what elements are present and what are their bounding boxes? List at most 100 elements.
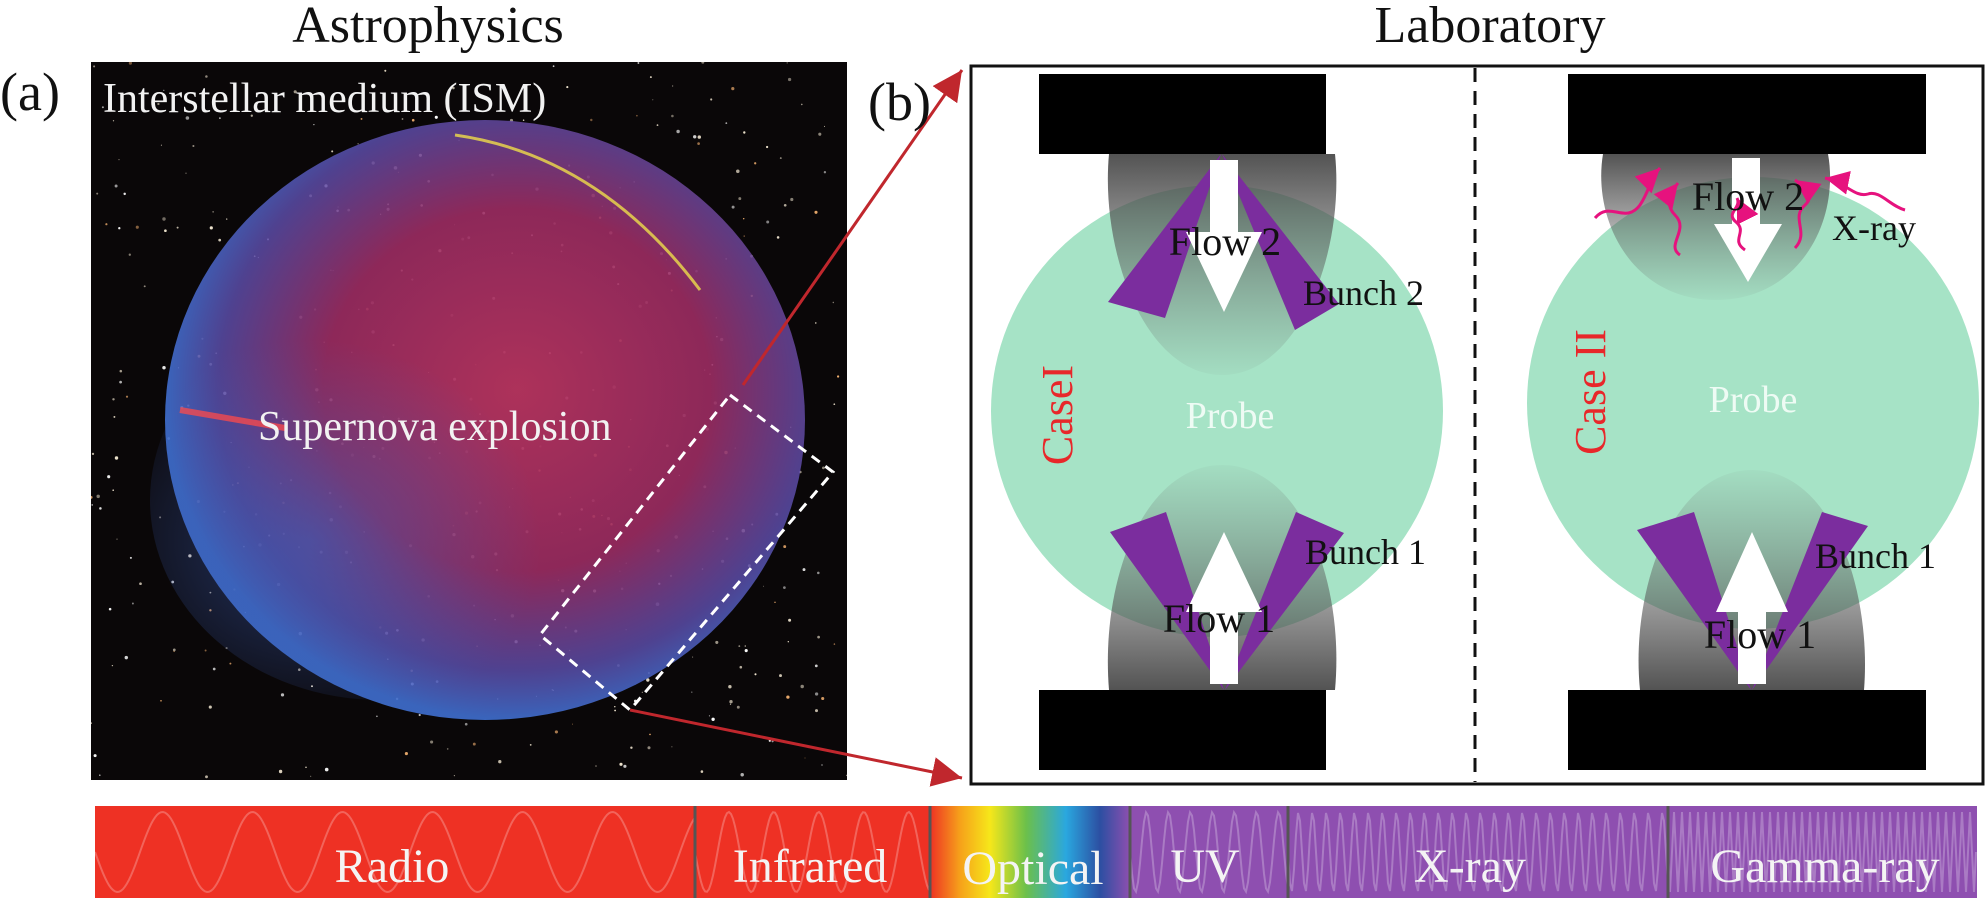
xray-wave-5 — [1824, 170, 1906, 212]
case-1-bunch-1-left — [1110, 512, 1224, 690]
star — [590, 118, 593, 122]
star — [360, 117, 363, 120]
star — [129, 556, 132, 559]
star — [185, 116, 190, 120]
star — [212, 667, 216, 671]
star — [446, 748, 449, 750]
star — [787, 77, 792, 82]
star — [160, 144, 162, 146]
star — [817, 571, 820, 575]
case-2-bunch-1-right — [1752, 512, 1868, 690]
supernova-blue-haze — [150, 300, 610, 700]
star — [731, 205, 735, 209]
band-infrared — [695, 806, 930, 898]
star — [99, 774, 101, 776]
case-1-bunch-1-right — [1225, 512, 1344, 690]
star — [192, 144, 195, 148]
star — [119, 380, 122, 384]
star — [649, 76, 652, 79]
star — [118, 159, 120, 161]
case-1-panel: Flow 2 Flow 1 Bunch 2 Bunch 1 Probe Case… — [991, 74, 1443, 770]
star — [671, 85, 674, 87]
star — [711, 717, 715, 721]
star — [728, 685, 732, 689]
star — [708, 715, 710, 717]
spectrum-wave — [95, 810, 696, 894]
star — [529, 744, 532, 746]
star — [692, 656, 694, 658]
star — [164, 229, 167, 233]
band-radio — [95, 806, 695, 898]
star — [434, 115, 438, 119]
star — [218, 238, 222, 242]
star — [91, 496, 93, 499]
case-2-top-target — [1568, 74, 1926, 154]
star — [113, 415, 116, 418]
star — [135, 225, 139, 229]
star — [498, 760, 502, 764]
band-xray — [1288, 806, 1668, 898]
star — [715, 640, 719, 644]
star — [418, 713, 421, 717]
band-label-xray: X-ray — [1414, 840, 1526, 893]
band-label-optical: Optical — [962, 842, 1103, 895]
star — [108, 607, 112, 611]
star — [125, 395, 129, 398]
star — [637, 62, 640, 64]
star — [172, 648, 176, 652]
star — [817, 635, 820, 639]
star — [738, 197, 742, 201]
star — [229, 662, 232, 665]
star — [623, 764, 627, 768]
star — [111, 664, 114, 667]
star — [619, 762, 623, 766]
star — [814, 692, 819, 696]
star — [614, 705, 616, 708]
star — [763, 585, 764, 587]
star — [305, 766, 307, 768]
star — [739, 665, 743, 669]
band-label-uv: UV — [1170, 840, 1240, 893]
star — [162, 217, 166, 221]
star — [293, 90, 297, 94]
star — [646, 678, 650, 682]
case-2-panel: Flow 2 X-ray Flow 1 Bunch 1 Probe Case I… — [1527, 74, 1979, 770]
star — [814, 664, 818, 668]
star — [93, 754, 97, 758]
star — [814, 210, 818, 214]
star — [697, 135, 701, 139]
star — [595, 765, 597, 767]
spectrum-wave — [1287, 812, 1669, 892]
star — [209, 226, 213, 230]
star — [630, 746, 633, 749]
star — [783, 586, 786, 589]
star — [128, 253, 131, 256]
case-2-label: Case II — [1566, 329, 1615, 455]
xray-wave-3 — [1730, 197, 1759, 252]
star — [766, 220, 770, 224]
star — [823, 125, 826, 127]
spectrum-waves — [95, 809, 1977, 895]
star — [453, 775, 455, 777]
star — [571, 723, 574, 725]
star — [671, 114, 674, 118]
star — [738, 645, 741, 648]
star — [676, 129, 680, 134]
panel-label-b: (b) — [868, 72, 931, 132]
star — [96, 494, 100, 499]
star — [112, 120, 115, 122]
star — [357, 143, 359, 145]
star — [185, 172, 187, 174]
band-label-radio: Radio — [335, 840, 450, 893]
star — [833, 403, 836, 406]
star — [278, 769, 283, 774]
star — [112, 489, 114, 492]
star — [118, 227, 121, 230]
zoom-region — [537, 392, 836, 713]
star — [693, 135, 697, 139]
star — [710, 98, 713, 101]
star — [671, 746, 673, 748]
star — [91, 504, 93, 506]
case-1-flow-2-arrow — [1186, 160, 1262, 312]
